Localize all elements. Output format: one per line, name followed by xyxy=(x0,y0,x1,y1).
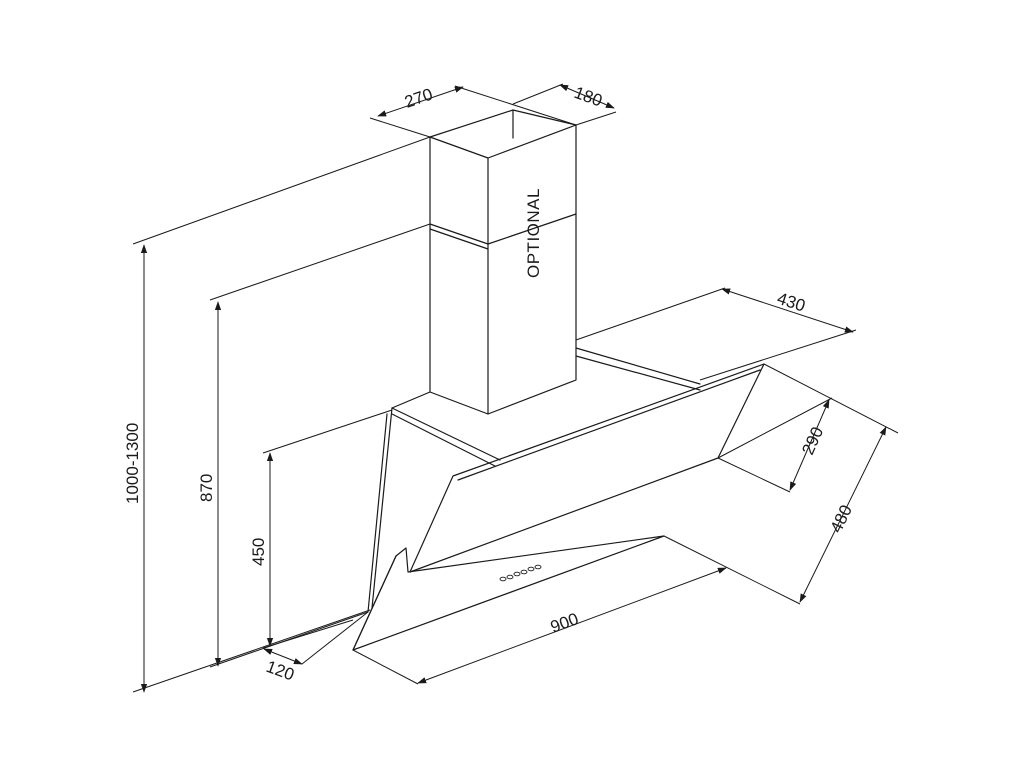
dimension-lines xyxy=(140,84,887,693)
dim-290-label: 290 xyxy=(798,424,827,458)
control-button-icon xyxy=(499,576,507,582)
control-button-icon xyxy=(506,574,514,580)
control-button-icon xyxy=(513,571,521,577)
extension-lines xyxy=(132,83,899,693)
dim-120-label: 120 xyxy=(264,657,297,685)
hood-body xyxy=(352,347,765,651)
dim-120-line xyxy=(263,648,303,665)
dim-180-label: 180 xyxy=(572,83,605,111)
dim-270-label: 270 xyxy=(402,85,435,112)
control-button-icon xyxy=(534,564,542,570)
dim-480-label: 480 xyxy=(827,502,857,536)
control-buttons xyxy=(499,564,542,582)
dim-450-label: 450 xyxy=(249,538,268,566)
chimney xyxy=(429,109,577,415)
dim-430-line xyxy=(721,288,854,333)
dim-900-label: 900 xyxy=(548,609,581,637)
dim-180-line xyxy=(559,84,615,109)
control-button-icon xyxy=(520,569,528,575)
control-button-icon xyxy=(527,566,535,572)
dim-900-line xyxy=(417,567,727,684)
dim-480-line xyxy=(799,426,887,603)
dim-870-label: 870 xyxy=(197,474,216,502)
dim-430-label: 430 xyxy=(775,289,808,316)
dimension-labels: 270 180 430 290 480 900 120 450 870 1000… xyxy=(123,83,856,685)
dim-270-line xyxy=(377,86,464,117)
optional-label: OPTIONAL xyxy=(524,188,543,278)
dim-total-label: 1000-1300 xyxy=(123,423,142,504)
